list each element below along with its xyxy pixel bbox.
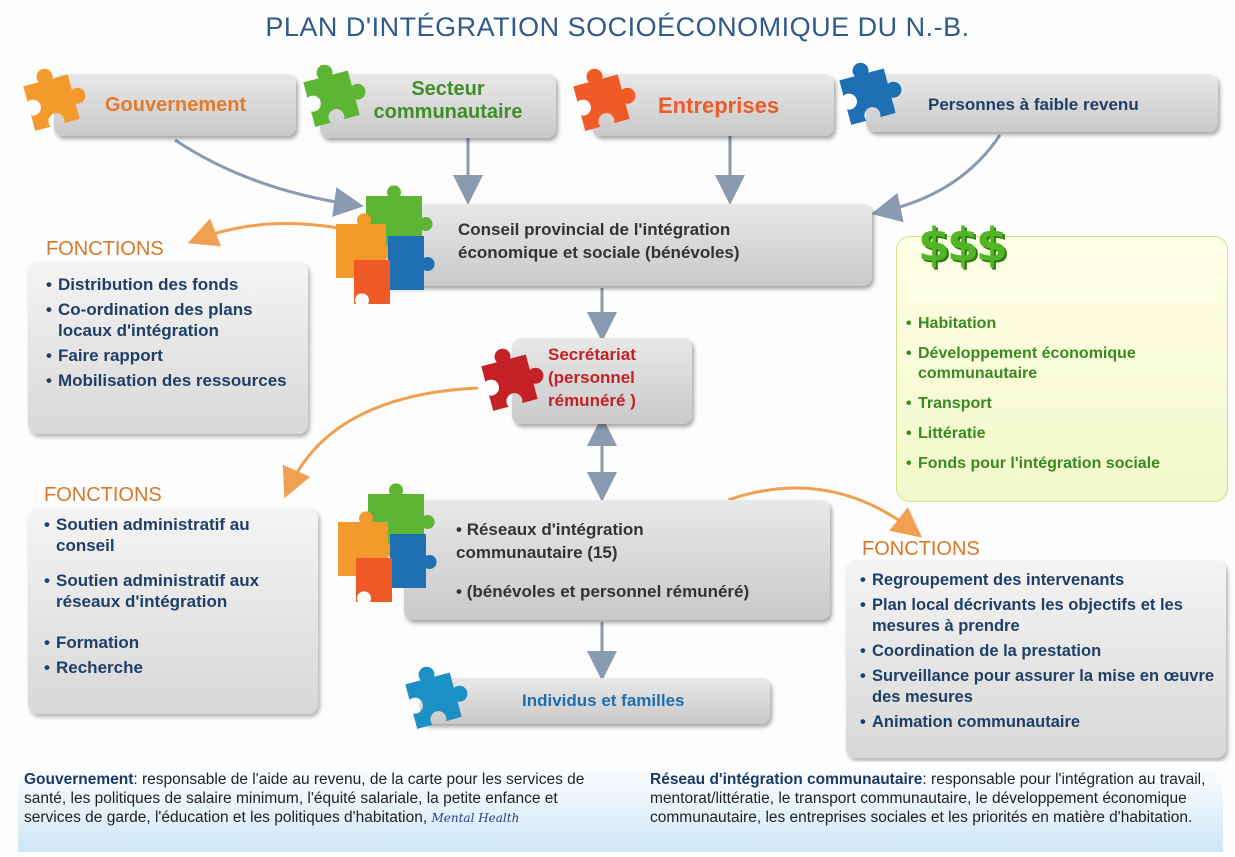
secretariat-box	[512, 338, 692, 424]
funds-list: Habitation Développement économique comm…	[906, 314, 1218, 484]
individus-box	[420, 678, 770, 724]
arrow-conseil-fonctions	[187, 218, 339, 247]
reseaux-line1-text: Réseaux d'intégration communautaire (15)	[456, 520, 644, 562]
funds-item: Littératie	[906, 424, 1218, 444]
arrow-secretariat-fonctions	[282, 386, 479, 499]
footer-band	[18, 762, 1223, 852]
puzzle-icon-red	[573, 68, 636, 131]
footer-left: Gouvernement: responsable de l'aide au r…	[24, 770, 614, 828]
fonctions-1-item: Co-ordination des plans locaux d'intégra…	[46, 299, 302, 341]
puzzle-icon-orange	[23, 68, 86, 131]
reseaux-box	[404, 500, 830, 620]
puzzle-icon-green	[303, 64, 366, 127]
funds-item: Développement économique communautaire	[906, 344, 1218, 384]
fonctions-3-item: Surveillance pour assurer la mise en œuv…	[860, 666, 1216, 708]
fonctions-3-heading: FONCTIONS	[862, 538, 980, 560]
fonctions-1-item: Faire rapport	[46, 345, 302, 366]
fonctions-3-item: Plan local décrivants les objectifs et l…	[860, 595, 1216, 637]
gouvernement-box	[54, 74, 296, 136]
handwritten-note: Mental Health	[431, 811, 520, 825]
footer-left-term: Gouvernement	[24, 771, 134, 788]
page-title: PLAN D'INTÉGRATION SOCIOÉCONOMIQUE DU N.…	[265, 12, 970, 42]
fonctions-2-item: Formation	[44, 632, 302, 653]
funds-item: Transport	[906, 394, 1218, 414]
fonctions-3-item: Regroupement des intervenants	[860, 570, 1216, 591]
fonctions-3-item: Coordination de la prestation	[860, 641, 1216, 662]
funds-item: Habitation	[906, 314, 1218, 334]
conseil-box	[370, 204, 872, 286]
arrow-personnes	[871, 134, 1002, 223]
footer-right-text: : responsable pour l'intégration au trav…	[650, 771, 1206, 826]
fonctions-1-heading: FONCTIONS	[46, 238, 164, 260]
conseil-label: Conseil provincial de l'intégration écon…	[458, 220, 740, 262]
arrow-reseaux-fonctions	[727, 486, 923, 538]
reseaux-line1: • Réseaux d'intégration communautaire (1…	[456, 520, 644, 562]
dollar-icon: $$$	[918, 218, 1008, 272]
fonctions-2-heading: FONCTIONS	[44, 484, 162, 506]
puzzle-cluster-icon-conseil	[336, 185, 435, 304]
gouvernement-label: Gouvernement	[105, 94, 247, 116]
individus-label: Individus et familles	[522, 691, 685, 710]
fonctions-3-item: Animation communautaire	[860, 712, 1216, 733]
secteur-label: Secteur communautaire	[373, 78, 523, 123]
fonctions-2-list: Soutien administratif au conseil Soutien…	[44, 514, 302, 682]
puzzle-icon-crimson	[481, 348, 544, 411]
fonctions-1-item: Mobilisation des ressources	[46, 370, 302, 391]
fonctions-2-item: Soutien administratif au conseil	[44, 514, 302, 556]
fonctions-2-item: Soutien administratif aux réseaux d'inté…	[44, 570, 302, 612]
secretariat-label: Secrétariat (personnel rémunéré )	[548, 345, 636, 410]
personnes-label: Personnes à faible revenu	[928, 95, 1139, 114]
entreprises-label: Entreprises	[658, 93, 780, 118]
entreprises-box	[592, 74, 834, 136]
puzzle-icon-blue	[839, 62, 902, 125]
footer-left-text: : responsable de l'aide au revenu, de la…	[24, 771, 585, 826]
puzzle-cluster-icon-reseaux	[338, 483, 437, 602]
fonctions-1-item: Distribution des fonds	[46, 274, 302, 295]
personnes-box	[866, 74, 1218, 132]
reseaux-line2: • (bénévoles et personnel rémunéré)	[456, 582, 750, 601]
funds-item: Fonds pour l'intégration sociale	[906, 454, 1218, 474]
reseaux-line2-text: (bénévoles et personnel rémunéré)	[466, 582, 750, 601]
puzzle-icon-teal	[405, 666, 468, 729]
fonctions-3-list: Regroupement des intervenants Plan local…	[860, 570, 1216, 737]
footer-right: Réseau d'intégration communautaire: resp…	[650, 770, 1220, 827]
footer-right-term: Réseau d'intégration communautaire	[650, 771, 923, 788]
arrow-gouvernement	[174, 138, 364, 217]
fonctions-1-list: Distribution des fonds Co-ordination des…	[46, 274, 302, 395]
fonctions-2-item: Recherche	[44, 657, 302, 678]
